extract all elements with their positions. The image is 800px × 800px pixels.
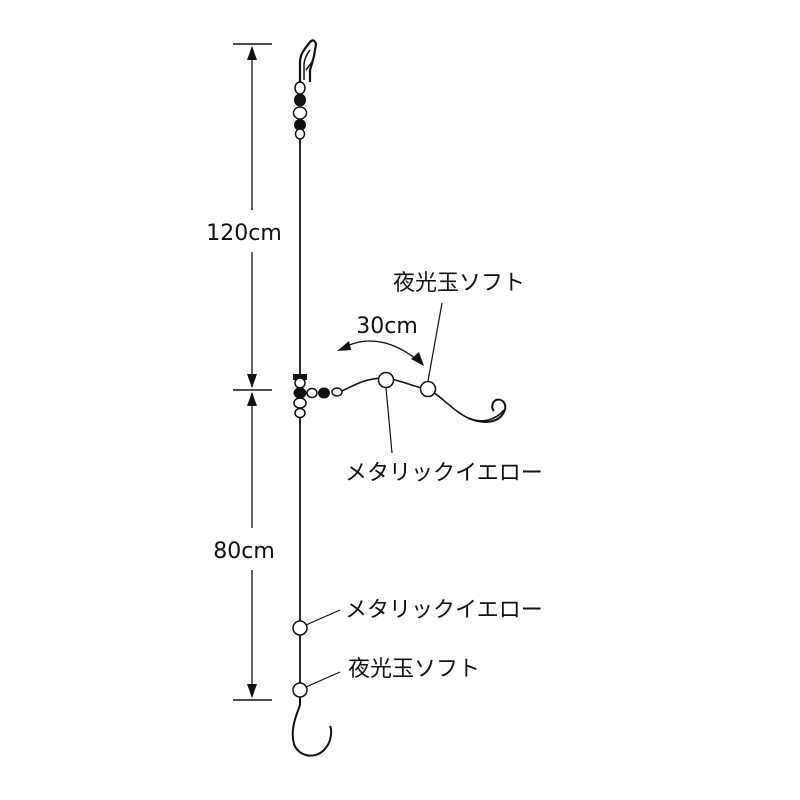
callout-branch-metallic: メタリックイエロー — [345, 461, 543, 486]
main-bead-metallic — [292, 620, 308, 636]
snap-icon — [298, 39, 318, 82]
swivel-top-icon — [292, 81, 308, 140]
callout-main-luminous-leader — [305, 671, 341, 688]
dimension-branch: 30cm — [337, 314, 424, 366]
dimension-bottom: 80cm — [213, 392, 275, 701]
callout-main-metallic: メタリックイエロー — [345, 598, 543, 623]
branch-bead-metallic — [377, 371, 395, 389]
dimension-top: 120cm — [206, 43, 282, 391]
bottom-length-label: 80cm — [213, 539, 275, 564]
three-way-swivel-icon — [293, 374, 343, 419]
callout-main-luminous: 夜光玉ソフト — [348, 657, 480, 682]
branch-length-label: 30cm — [356, 314, 418, 339]
branch-hook-icon — [467, 398, 507, 423]
branch-bead-luminous — [419, 380, 437, 398]
callout-branch-luminous-leader — [427, 302, 443, 382]
callout-branch-luminous: 夜光玉ソフト — [393, 271, 525, 296]
main-hook-icon — [291, 697, 333, 757]
callout-branch-metallic-leader — [385, 387, 393, 454]
top-length-label: 120cm — [206, 221, 282, 246]
main-bead-luminous — [292, 682, 308, 698]
callout-main-metallic-leader — [305, 609, 341, 626]
